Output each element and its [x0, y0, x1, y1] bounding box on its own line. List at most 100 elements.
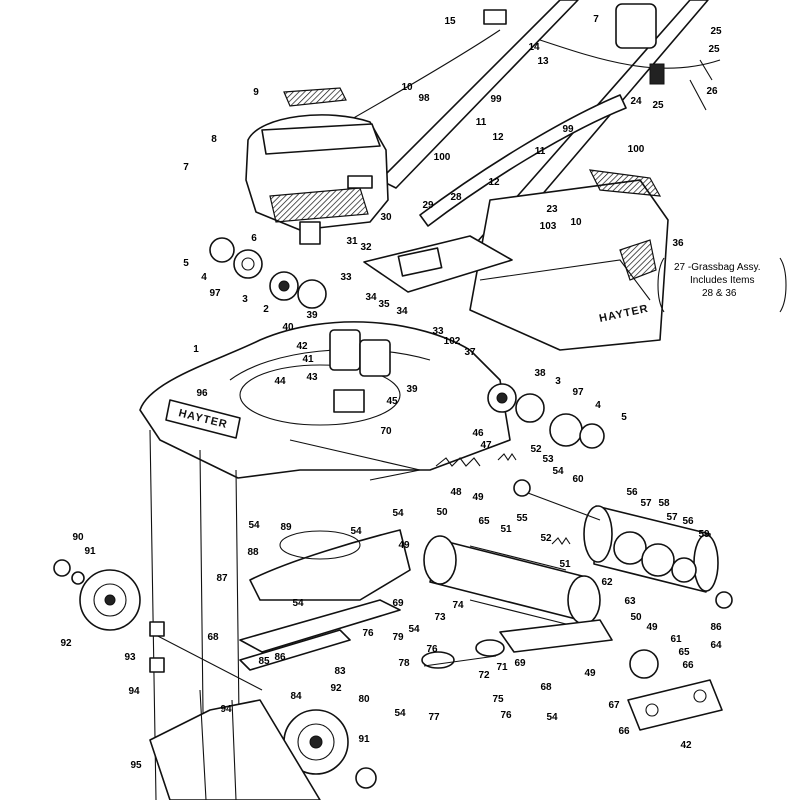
note-line-3: 28 & 36: [702, 288, 737, 299]
part-number-label: 67: [608, 700, 620, 711]
part-number-label: 50: [630, 612, 642, 623]
part-number-label: 102: [444, 336, 461, 347]
part-number-label: 31: [346, 236, 358, 247]
part-number-label: 14: [528, 42, 540, 53]
part-number-label: 66: [682, 660, 694, 671]
part-number-label: 95: [130, 760, 142, 771]
part-number-label: 99: [490, 94, 502, 105]
part-number-label: 76: [362, 628, 374, 639]
part-number-label: 90: [72, 532, 84, 543]
part-number-label: 24: [630, 96, 642, 107]
part-number-label: 56: [682, 516, 694, 527]
part-number-label: 50: [436, 507, 448, 518]
drive-side-plate: [421, 619, 723, 731]
part-number-label: 93: [124, 652, 136, 663]
part-number-label: 54: [392, 508, 404, 519]
part-number-label: 91: [84, 546, 96, 557]
part-number-label: 37: [464, 347, 476, 358]
part-number-label: 29: [422, 200, 434, 211]
left-wheels: [53, 559, 377, 789]
part-number-label: 34: [396, 306, 408, 317]
part-number-label: 4: [595, 400, 601, 411]
part-number-label: 80: [358, 694, 370, 705]
part-number-label: 91: [358, 734, 370, 745]
part-number-label: 64: [710, 640, 722, 651]
part-number-label: 42: [296, 341, 308, 352]
part-number-label: 12: [492, 132, 504, 143]
part-number-label: 9: [253, 87, 259, 98]
throttle-lever: [649, 63, 665, 85]
part-number-label: 43: [306, 372, 318, 383]
part-number-label: 41: [302, 354, 314, 365]
part-number-label: 25: [710, 26, 722, 37]
springs: [435, 453, 571, 545]
part-number-label: 11: [535, 146, 546, 157]
part-number-label: 98: [418, 93, 430, 104]
part-number-label: 13: [537, 56, 549, 67]
part-number-label: 3: [555, 376, 561, 387]
part-number-label: 103: [540, 221, 557, 232]
grassbag-note: 27 -Grassbag Assy. Includes Items 28 & 3…: [657, 257, 787, 313]
part-number-label: 70: [380, 426, 392, 437]
part-number-label: 56: [626, 487, 638, 498]
part-number-label: 7: [593, 14, 599, 25]
part-number-label: 10: [570, 217, 582, 228]
part-number-label: 2: [263, 304, 269, 315]
part-number-label: 1: [193, 344, 199, 355]
mower-deck: HAYTER: [139, 321, 511, 800]
part-number-label: 49: [584, 668, 596, 679]
part-number-label: 12: [488, 177, 500, 188]
part-number-label: 25: [708, 44, 720, 55]
note-line-2: Includes Items: [690, 275, 754, 286]
part-number-label: 85: [258, 656, 270, 667]
part-number-label: 63: [624, 596, 636, 607]
part-number-label: 74: [452, 600, 464, 611]
part-number-label: 45: [386, 396, 398, 407]
part-number-label: 92: [330, 683, 342, 694]
part-number-label: 79: [392, 632, 404, 643]
part-number-label: 78: [398, 658, 410, 669]
part-number-label: 62: [601, 577, 613, 588]
part-number-label: 49: [398, 540, 410, 551]
part-number-label: 59: [698, 529, 710, 540]
part-number-label: 100: [434, 152, 451, 163]
handle-control-box: [615, 3, 657, 49]
part-number-label: 60: [572, 474, 584, 485]
part-number-label: 34: [365, 292, 377, 303]
part-number-label: 57: [666, 512, 678, 523]
part-number-label: 44: [274, 376, 286, 387]
part-number-label: 49: [472, 492, 484, 503]
part-number-label: 65: [678, 647, 690, 658]
part-number-label: 97: [572, 387, 584, 398]
rear-roller: [513, 479, 733, 609]
part-number-label: 72: [478, 670, 490, 681]
part-number-label: 54: [248, 520, 260, 531]
part-number-label: 36: [672, 238, 684, 249]
part-number-label: 69: [392, 598, 404, 609]
part-number-label: 92: [60, 638, 72, 649]
part-number-label: 54: [552, 466, 564, 477]
part-number-label: 76: [500, 710, 512, 721]
part-number-label: 33: [340, 272, 352, 283]
part-number-label: 4: [201, 272, 207, 283]
part-number-label: 99: [562, 124, 574, 135]
handle-assembly: [349, 0, 721, 259]
grassbag: HAYTER: [363, 169, 669, 351]
part-number-label: 66: [618, 726, 630, 737]
part-number-label: 54: [394, 708, 406, 719]
right-pulley-stack: [487, 383, 605, 449]
part-number-label: 10: [401, 82, 413, 93]
part-number-label: 96: [196, 388, 208, 399]
part-number-label: 89: [280, 522, 292, 533]
cutting-cylinder: [423, 535, 601, 625]
part-number-label: 46: [472, 428, 484, 439]
part-number-label: 35: [378, 299, 390, 310]
part-number-label: 8: [211, 134, 217, 145]
part-number-label: 94: [128, 686, 140, 697]
note-line-1: 27 -Grassbag Assy.: [674, 262, 761, 273]
part-number-label: 23: [546, 204, 558, 215]
part-number-label: 49: [646, 622, 658, 633]
part-number-label: 6: [251, 233, 257, 244]
part-number-label: 26: [706, 86, 718, 97]
part-number-label: 52: [540, 533, 552, 544]
